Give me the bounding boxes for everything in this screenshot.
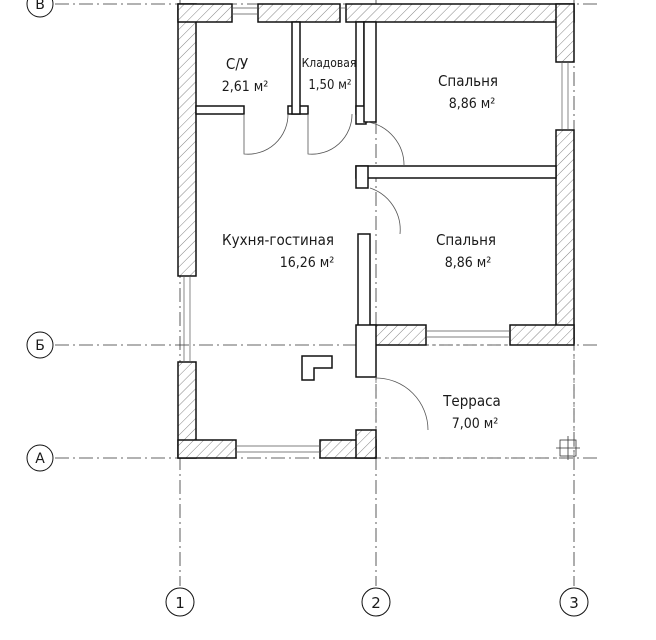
axis-marker-b-top: В	[26, 0, 54, 18]
terrace-outline	[375, 344, 580, 460]
door-swings	[243, 113, 429, 431]
svg-text:А: А	[35, 451, 45, 467]
svg-text:8,86 м²: 8,86 м²	[445, 255, 492, 271]
svg-text:Терраса: Терраса	[442, 392, 501, 410]
svg-text:Спальня: Спальня	[438, 72, 498, 90]
room-bedroom-2: Спальня 8,86 м²	[436, 231, 496, 271]
room-bedroom-1: Спальня 8,86 м²	[438, 72, 498, 112]
exterior-walls	[177, 3, 575, 459]
room-living: Кухня-гостиная 16,26 м²	[222, 231, 334, 271]
svg-text:Б: Б	[35, 338, 45, 354]
svg-text:2,61 м²: 2,61 м²	[222, 79, 269, 95]
svg-text:Спальня: Спальня	[436, 231, 496, 249]
axis-marker-b: Б	[26, 331, 54, 359]
svg-text:1: 1	[175, 594, 185, 612]
interior-walls	[195, 21, 557, 381]
axis-marker-2: 2	[361, 587, 391, 617]
svg-text:С/У: С/У	[226, 55, 248, 73]
axis-marker-1: 1	[165, 587, 195, 617]
room-pantry: Кладовая 1,50 м²	[302, 56, 357, 93]
svg-text:Кладовая: Кладовая	[302, 56, 357, 70]
svg-text:8,86 м²: 8,86 м²	[449, 96, 496, 112]
svg-text:Кухня-гостиная: Кухня-гостиная	[222, 231, 334, 249]
room-bath: С/У 2,61 м²	[222, 55, 269, 95]
axis-marker-a: А	[26, 444, 54, 472]
svg-text:2: 2	[371, 594, 381, 612]
svg-text:1,50 м²: 1,50 м²	[308, 78, 351, 93]
windows	[183, 7, 569, 453]
svg-text:16,26 м²: 16,26 м²	[280, 255, 335, 271]
svg-text:3: 3	[569, 594, 579, 612]
room-terrace: Терраса 7,00 м²	[442, 392, 501, 432]
axis-marker-3: 3	[559, 587, 589, 617]
svg-text:В: В	[35, 0, 45, 13]
svg-text:7,00 м²: 7,00 м²	[452, 416, 499, 432]
